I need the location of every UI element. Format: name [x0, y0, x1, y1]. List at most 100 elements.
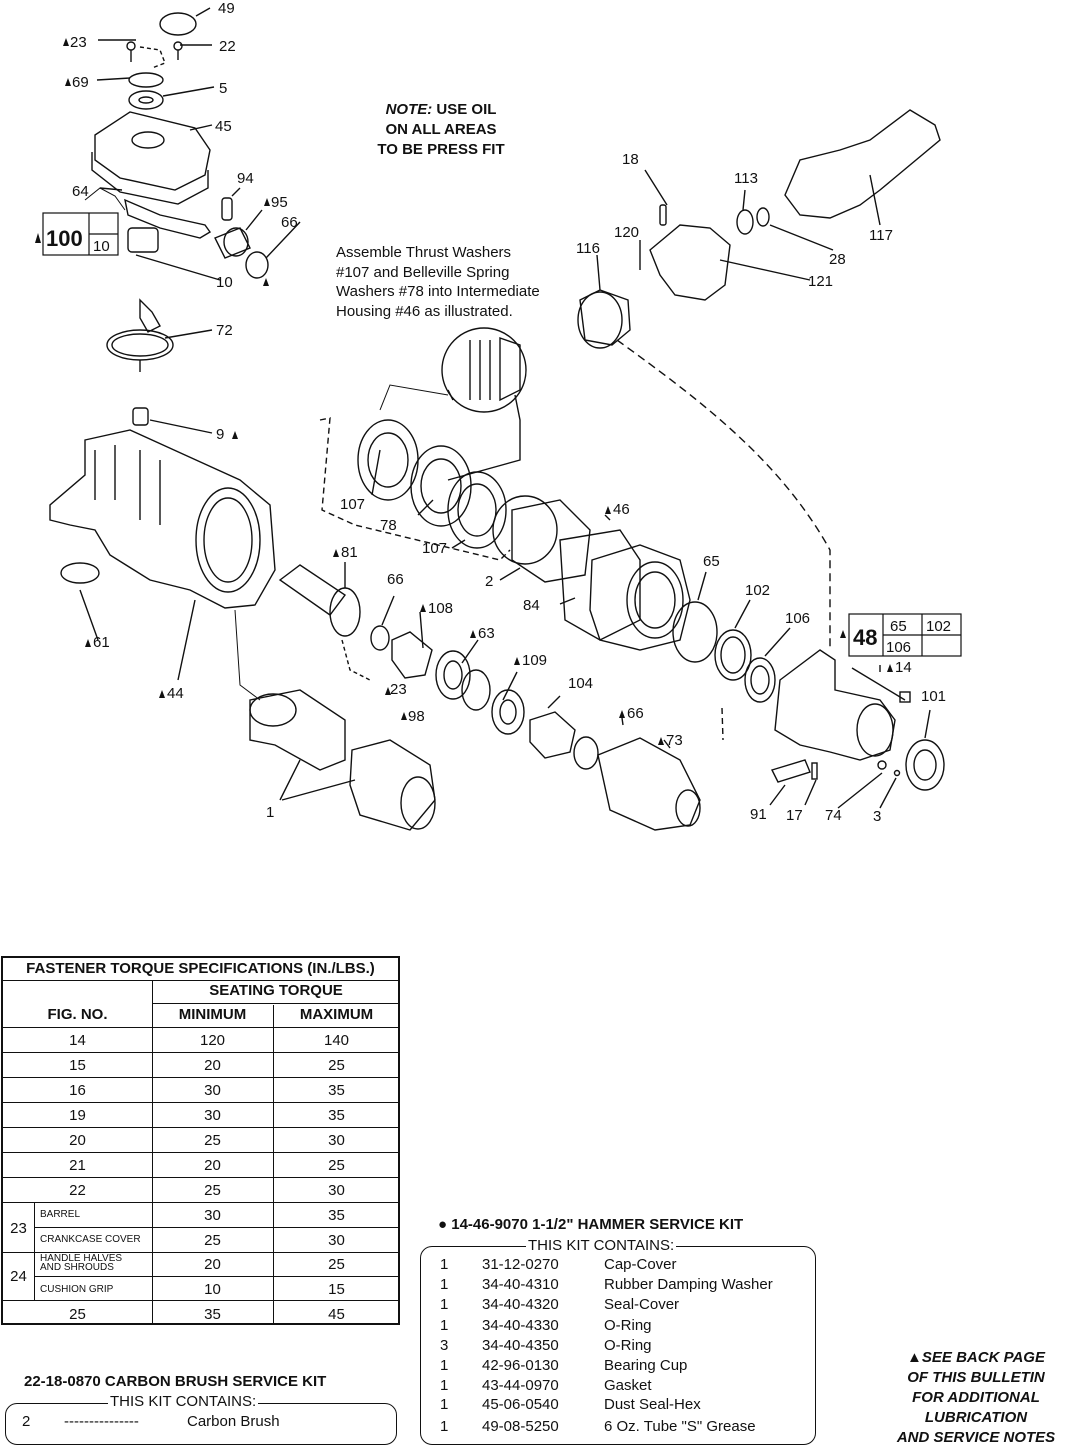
- sub-label: HANDLE HALVES: [40, 1253, 123, 1264]
- callout-64: 64: [72, 183, 89, 200]
- callout-113: 113: [734, 170, 758, 187]
- hammer-kit-title-text: 14-46-9070 1-1/2" HAMMER SERVICE KIT: [451, 1216, 744, 1233]
- callout-98: 98: [408, 708, 425, 725]
- max-cell: 35: [328, 1207, 345, 1224]
- description: O-Ring: [604, 1337, 652, 1354]
- callout-69: 69: [72, 74, 89, 91]
- note-prefix: NOTE:: [385, 101, 433, 118]
- minimum-header: MINIMUM: [178, 1006, 247, 1023]
- part-number: 42-96-0130: [482, 1357, 559, 1374]
- callout-95: 95: [271, 194, 288, 211]
- max-cell: 30: [328, 1232, 345, 1249]
- callout-49: 49: [218, 0, 235, 17]
- torque-table-title: FASTENER TORQUE SPECIFICATIONS (IN./LBS.…: [3, 958, 398, 981]
- callout-81: 81: [341, 544, 358, 561]
- callout-44: 44: [167, 685, 184, 702]
- callout-48: 48: [853, 625, 877, 650]
- callout-14: 14: [895, 659, 912, 676]
- callout-45: 45: [215, 118, 232, 135]
- fig-cell: 25: [69, 1306, 86, 1323]
- callout-10: 10: [216, 274, 233, 291]
- callout-box-48: 48 65 102 106: [848, 613, 962, 657]
- description: Carbon Brush: [187, 1413, 280, 1430]
- part-intermediate-housing: [589, 544, 691, 651]
- part-number: 45-06-0540: [482, 1396, 559, 1413]
- qty: 1: [440, 1276, 449, 1293]
- max-cell: 35: [328, 1107, 345, 1124]
- sub-label: CUSHION GRIP: [40, 1284, 114, 1295]
- description: Cap-Cover: [604, 1256, 677, 1273]
- see-back-line: LUBRICATION: [924, 1409, 1028, 1426]
- callout-2: 2: [485, 573, 493, 590]
- callout-91: 91: [750, 806, 767, 823]
- see-back-page-note: ▲SEE BACK PAGE OF THIS BULLETIN FOR ADDI…: [886, 1348, 1066, 1448]
- sub-label: AND SHROUDS: [40, 1262, 114, 1273]
- min-cell: 25: [204, 1232, 221, 1249]
- min-cell: 25: [204, 1132, 221, 1149]
- description: Gasket: [604, 1377, 652, 1394]
- qty: 1: [440, 1357, 449, 1374]
- assemble-note-line: Assemble Thrust Washers: [336, 244, 512, 261]
- part-number: 34-40-4350: [482, 1337, 559, 1354]
- callout-101: 101: [921, 688, 946, 705]
- fig-cell: 21: [69, 1157, 86, 1174]
- callout-66: 66: [627, 705, 644, 722]
- min-cell: 30: [204, 1107, 221, 1124]
- part-crankcase-cover: [94, 111, 211, 191]
- min-cell: 25: [204, 1182, 221, 1199]
- callout-74: 74: [825, 807, 842, 824]
- callout-100: 100: [46, 226, 83, 251]
- callout-23: 23: [390, 681, 407, 698]
- callout-104: 104: [568, 675, 593, 692]
- see-back-line: SEE BACK PAGE: [921, 1349, 1045, 1366]
- max-cell: 30: [328, 1132, 345, 1149]
- description: O-Ring: [604, 1317, 652, 1334]
- callout-10: 10: [93, 238, 110, 255]
- see-back-line: FOR ADDITIONAL: [912, 1389, 1040, 1406]
- part-number: 43-44-0970: [482, 1377, 559, 1394]
- callout-107: 107: [340, 496, 365, 513]
- qty: 1: [440, 1296, 449, 1313]
- brush-kit-contains: THIS KIT CONTAINS:: [108, 1393, 259, 1410]
- callout-106: 106: [785, 610, 810, 627]
- callout-3: 3: [873, 808, 881, 825]
- fig-cell: 19: [69, 1107, 86, 1124]
- description: Bearing Cup: [604, 1357, 688, 1374]
- callout-23: 23: [70, 34, 87, 51]
- callout-116: 116: [576, 240, 600, 257]
- part-barrel: [249, 689, 346, 771]
- press-fit-note: NOTE: USE OIL ON ALL AREAS TO BE PRESS F…: [366, 100, 516, 160]
- part-number: 34-40-4310: [482, 1276, 559, 1293]
- min-cell: 20: [204, 1256, 221, 1273]
- callout-108: 108: [428, 600, 453, 617]
- qty: 1: [440, 1256, 449, 1273]
- callout-84: 84: [523, 597, 540, 614]
- callout-61: 61: [93, 634, 110, 651]
- fig-cell: 23: [10, 1220, 27, 1237]
- callout-102: 102: [745, 582, 770, 599]
- callout-63: 63: [478, 625, 495, 642]
- description: 6 Oz. Tube "S" Grease: [604, 1418, 756, 1435]
- see-back-line: OF THIS BULLETIN: [907, 1369, 1045, 1386]
- part-gear-housing: [49, 429, 276, 609]
- fig-cell: 20: [69, 1132, 86, 1149]
- assemble-note: Assemble Thrust Washers #107 and Bellevi…: [336, 243, 540, 321]
- see-back-line: AND SERVICE NOTES: [896, 1429, 1056, 1446]
- qty: 1: [440, 1396, 449, 1413]
- part-cap-cover: [159, 12, 197, 36]
- note-line: TO BE PRESS FIT: [377, 141, 505, 158]
- qty: 2: [22, 1413, 31, 1430]
- part-side-handle-clamp: [649, 224, 731, 301]
- sub-label: BARREL: [40, 1209, 81, 1220]
- callout-107: 107: [422, 540, 447, 557]
- min-cell: 20: [204, 1057, 221, 1074]
- triangle-icon: ▲: [907, 1349, 922, 1366]
- min-cell: 35: [204, 1306, 221, 1323]
- brush-kit-title: 22-18-0870 CARBON BRUSH SERVICE KIT: [24, 1373, 327, 1390]
- max-cell: 45: [328, 1306, 345, 1323]
- max-cell: 25: [328, 1256, 345, 1273]
- fig-cell: 16: [69, 1082, 86, 1099]
- fig-cell: 24: [10, 1268, 27, 1285]
- min-cell: 30: [204, 1207, 221, 1224]
- maximum-header: MAXIMUM: [299, 1006, 374, 1023]
